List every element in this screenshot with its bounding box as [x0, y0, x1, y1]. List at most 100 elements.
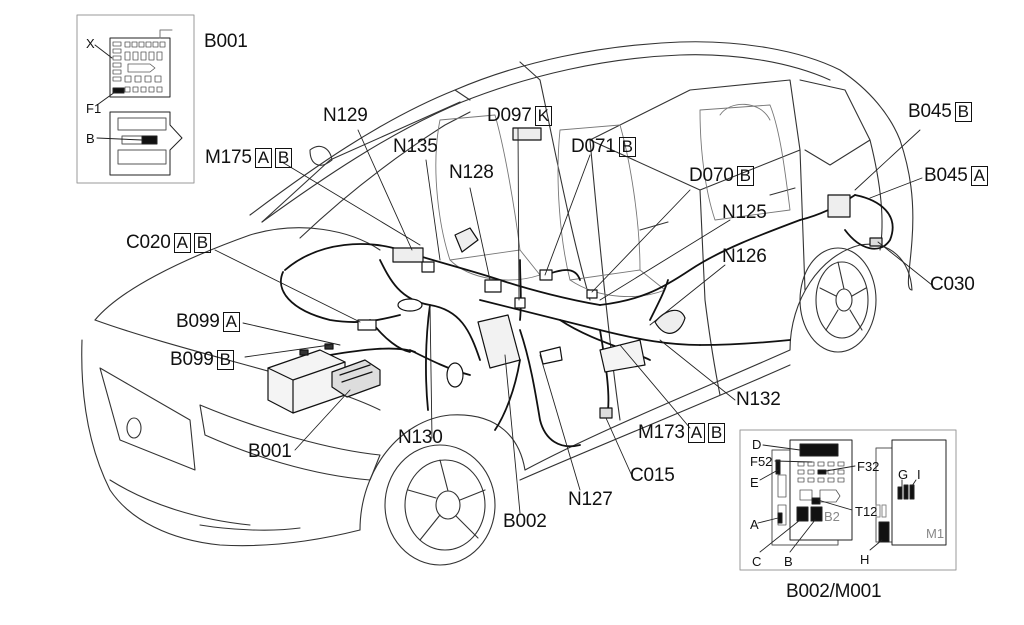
label-text: A — [750, 517, 759, 532]
label-text: B001 — [248, 441, 292, 462]
label-b001: B001 — [248, 442, 292, 462]
label-box: B — [216, 350, 234, 370]
label-text: D097 — [487, 105, 532, 126]
inset-b002-box — [739, 429, 957, 571]
label-text: B045 — [908, 101, 952, 122]
label-n129: N129 — [323, 106, 368, 126]
label-text: N128 — [449, 162, 494, 183]
label-text: F32 — [857, 459, 880, 474]
components — [267, 127, 883, 419]
label-text: B — [86, 131, 95, 146]
label-text: N135 — [393, 136, 438, 157]
label-n127: N127 — [568, 490, 613, 510]
label-text: M173 — [638, 422, 685, 443]
label-text: X — [86, 36, 95, 51]
label-text: N132 — [736, 389, 781, 410]
wiring-harness — [280, 194, 894, 448]
inset-label-e: E — [750, 476, 759, 489]
label-text: M1 — [926, 526, 945, 541]
label-text: C020 — [126, 232, 171, 253]
inset-label-a: A — [750, 518, 759, 531]
inset-label-b: B — [784, 555, 793, 568]
label-b001-inset-x: X — [86, 37, 95, 50]
label-box: A — [173, 233, 191, 253]
label-text: F1 — [86, 101, 102, 116]
label-n128: N128 — [449, 163, 494, 183]
label-text: B002/M001 — [786, 581, 882, 602]
label-text: N130 — [398, 427, 443, 448]
label-c015: C015 — [630, 466, 675, 486]
label-text: E — [750, 475, 759, 490]
label-box: B — [274, 148, 293, 168]
label-text: I — [917, 467, 921, 482]
label-text: N127 — [568, 489, 613, 510]
label-box: B — [618, 137, 636, 157]
leader-lines — [214, 127, 933, 514]
label-text: H — [860, 552, 870, 567]
label-text: D071 — [571, 136, 616, 157]
inset-b001-box — [76, 14, 195, 184]
label-box: B — [193, 233, 211, 253]
label-box: A — [254, 148, 272, 168]
label-n125: N125 — [722, 203, 767, 223]
label-text: D070 — [689, 165, 734, 186]
label-box: B — [736, 166, 754, 186]
inset-label-m1: M1 — [926, 527, 944, 540]
inset-label-h: H — [860, 553, 869, 566]
seats — [435, 103, 791, 297]
label-text: B001 — [204, 31, 248, 52]
label-box: B — [954, 102, 972, 122]
label-n135: N135 — [393, 137, 438, 157]
label-text: C015 — [630, 465, 675, 486]
label-text: M175 — [205, 147, 252, 168]
inset-label-g: G — [898, 468, 908, 481]
label-b001-inset-title: B001 — [204, 32, 248, 52]
label-text: G — [898, 467, 909, 482]
inset-label-b2: B2 — [824, 510, 840, 523]
label-b002-m001-title: B002/M001 — [786, 581, 882, 602]
label-text: T12 — [855, 504, 878, 519]
label-box: B — [707, 423, 726, 443]
label-text: F52 — [750, 454, 773, 469]
label-text: N126 — [722, 246, 767, 267]
label-b002: B002 — [503, 512, 547, 532]
label-box: A — [687, 423, 705, 443]
inset-label-f32: F32 — [857, 460, 879, 473]
inset-label-t12: T12 — [855, 505, 877, 518]
label-c030: C030 — [930, 275, 975, 295]
label-text: N125 — [722, 202, 767, 223]
label-text: C — [752, 554, 762, 569]
inset-label-f52: F52 — [750, 455, 772, 468]
inset-label-c: C — [752, 555, 761, 568]
label-text: B — [784, 554, 793, 569]
label-text: B045 — [924, 165, 968, 186]
label-b001-inset-f1: F1 — [86, 102, 101, 115]
label-n130: N130 — [398, 428, 443, 448]
label-text: B099 — [176, 311, 220, 332]
label-box: A — [222, 312, 240, 332]
label-text: D — [752, 437, 762, 452]
label-text: N129 — [323, 105, 368, 126]
label-text: C030 — [930, 274, 975, 295]
label-n126: N126 — [722, 247, 767, 267]
label-n132: N132 — [736, 390, 781, 410]
label-b001-inset-b: B — [86, 132, 95, 145]
label-text: B002 — [503, 511, 547, 532]
label-text: B2 — [824, 509, 840, 524]
label-box: K — [534, 106, 552, 126]
inset-label-d: D — [752, 438, 761, 451]
label-box: A — [970, 166, 988, 186]
inset-label-i: I — [917, 468, 921, 481]
